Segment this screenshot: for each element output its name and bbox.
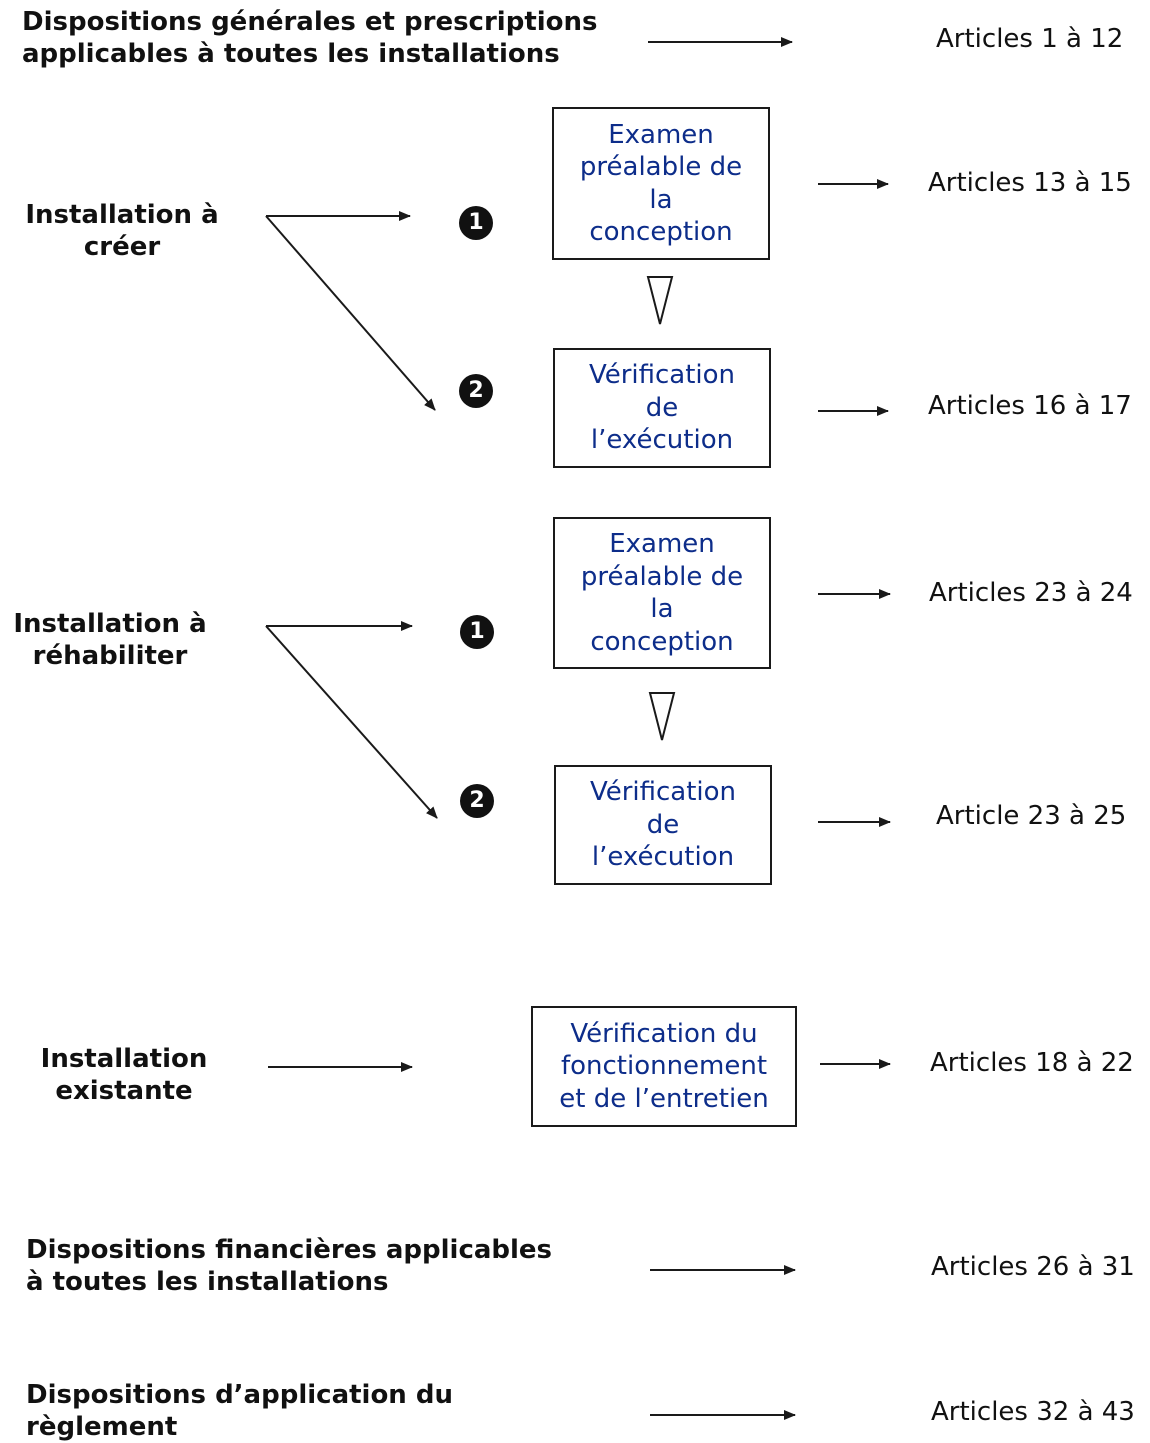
arrow-rehab-step2 [265, 625, 438, 819]
application-label: Dispositions d’application du règlement [26, 1380, 453, 1442]
existante-label: Installation existante [40, 1044, 208, 1106]
rehabiliter-label: Installation à réhabiliter [13, 609, 207, 671]
creer-examen-box: Examen préalable de la conception [552, 107, 770, 260]
arrow-creer-step2 [265, 215, 436, 411]
creer-step1-articles: Articles 13 à 15 [928, 168, 1132, 198]
creer-verification-box: Vérification de l’exécution [553, 348, 771, 468]
rehab-step2-articles: Article 23 à 25 [936, 801, 1127, 831]
rehab-examen-box: Examen préalable de la conception [553, 517, 771, 669]
existante-verification-box: Vérification du fonctionnement et de l’e… [531, 1006, 797, 1127]
step-2-badge: 2 [459, 374, 493, 408]
creer-label: Installation à créer [25, 200, 219, 262]
general-label: Dispositions générales et prescriptions … [22, 7, 598, 69]
existante-articles: Articles 18 à 22 [930, 1048, 1134, 1078]
step-1-badge: 1 [460, 615, 494, 649]
step-1-badge: 1 [459, 206, 493, 240]
creer-step2-articles: Articles 16 à 17 [928, 391, 1132, 421]
general-articles: Articles 1 à 12 [936, 24, 1124, 54]
step-2-badge: 2 [460, 784, 494, 818]
triangle-down-creer [646, 276, 674, 325]
triangle-down-rehab [648, 692, 676, 741]
rehab-verification-box: Vérification de l’exécution [554, 765, 772, 885]
rehab-step1-articles: Articles 23 à 24 [929, 578, 1133, 608]
financieres-articles: Articles 26 à 31 [931, 1252, 1135, 1282]
financieres-label: Dispositions financières applicables à t… [26, 1235, 553, 1297]
application-articles: Articles 32 à 43 [931, 1397, 1135, 1427]
